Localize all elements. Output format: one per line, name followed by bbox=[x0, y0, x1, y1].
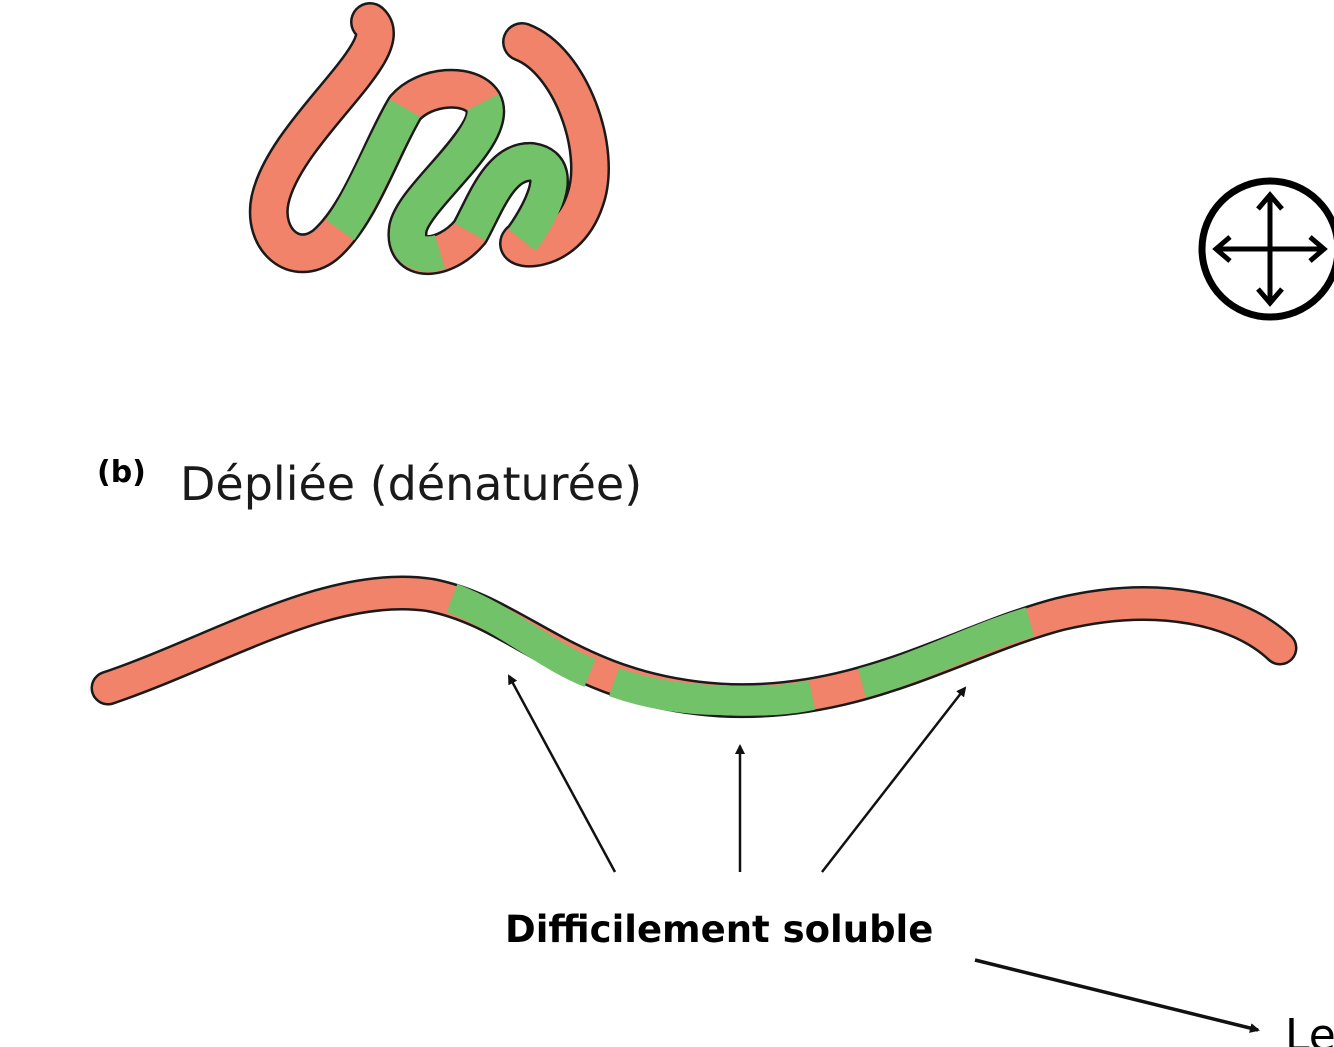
caption-text: Difficilement soluble bbox=[505, 908, 933, 951]
folded-hydrophobic-segment-1 bbox=[325, 99, 421, 241]
unfolded-protein bbox=[90, 575, 1298, 719]
folded-hydrophobic-segment-2 bbox=[389, 94, 503, 272]
arrow-to-next bbox=[974, 958, 1260, 1033]
panel-label: (b) bbox=[97, 455, 146, 490]
unfolded-hydrophobic-segment-3 bbox=[858, 607, 1035, 698]
unfolded-hydrophobic-segment-1 bbox=[446, 583, 596, 687]
folded-protein bbox=[248, 2, 610, 275]
folded-hydrophobic-segment-3 bbox=[454, 144, 567, 251]
unfolded-hydrophobic-segment-2 bbox=[608, 667, 816, 716]
arrow-left bbox=[507, 674, 617, 873]
move-icon bbox=[1198, 177, 1334, 321]
pointer-arrows bbox=[507, 674, 967, 873]
arrow-right bbox=[821, 686, 967, 873]
panel-heading: Dépliée (dénaturée) bbox=[180, 457, 642, 511]
partial-text: Le bbox=[1285, 1010, 1334, 1047]
